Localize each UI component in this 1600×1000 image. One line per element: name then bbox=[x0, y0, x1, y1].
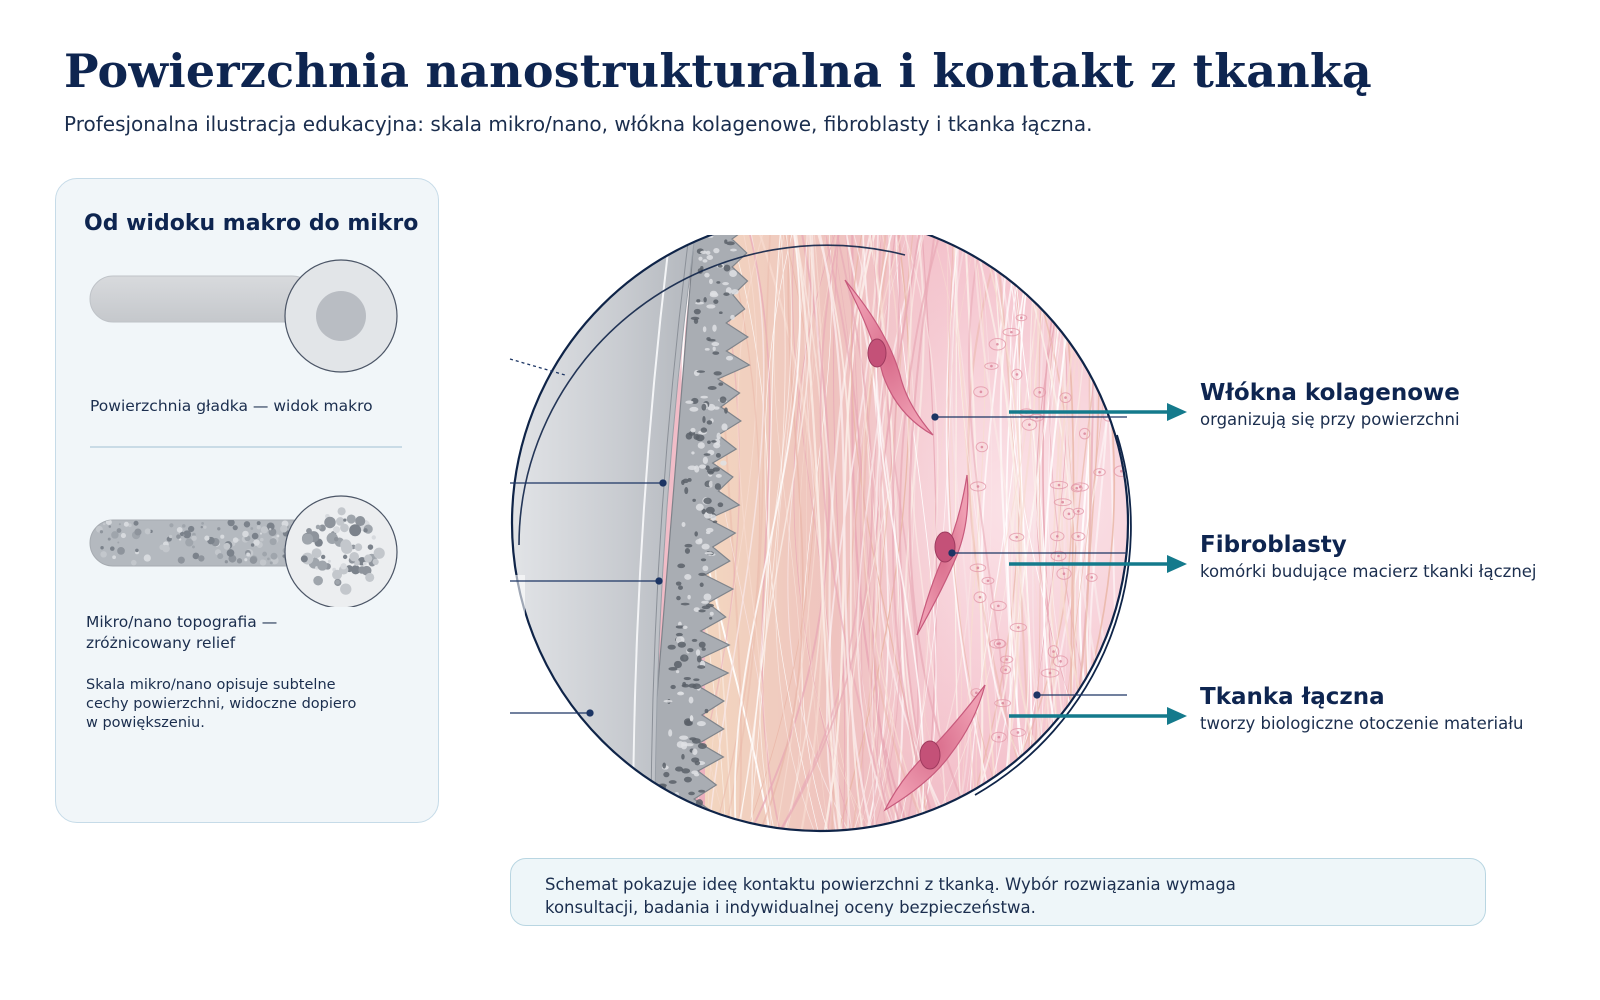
page-title: Powierzchnia nanostrukturalna i kontakt … bbox=[64, 44, 1372, 98]
callout-collagen-fibers: Włókna kolagenowe organizują się przy po… bbox=[1200, 380, 1460, 429]
callout-pointer-lines bbox=[931, 413, 1127, 699]
textured-surface-label: Mikro/nano topografia — zróżnicowany rel… bbox=[86, 613, 278, 652]
scale-description: Skala mikro/nano opisuje subtelne cechy … bbox=[86, 677, 357, 731]
tissue-contact-diagram bbox=[505, 235, 1132, 833]
fibroblast-cell bbox=[844, 279, 934, 436]
callout-fibroblasts: Fibroblasty komórki budujące macierz tka… bbox=[1200, 532, 1537, 581]
callout-arrows bbox=[1009, 403, 1187, 725]
surface-pointer-lines bbox=[509, 358, 667, 717]
fibroblast-cell bbox=[883, 684, 986, 812]
porous-interface-layer bbox=[644, 235, 754, 831]
arrow-right-icon bbox=[1009, 555, 1187, 573]
panel-divider bbox=[90, 446, 402, 448]
arrow-right-icon bbox=[1009, 403, 1187, 421]
smooth-surface-illustration bbox=[89, 259, 398, 373]
smooth-surface-label: Powierzchnia gładka — widok makro bbox=[90, 397, 373, 415]
disclaimer-note: Schemat pokazuje ideę kontaktu powierzch… bbox=[510, 858, 1486, 926]
textured-surface-illustration bbox=[89, 495, 408, 612]
callout-connective-tissue: Tkanka łączna tworzy biologiczne otoczen… bbox=[1200, 684, 1524, 733]
panel-title: Od widoku makro do mikro bbox=[84, 211, 419, 236]
arrow-right-icon bbox=[1009, 707, 1187, 725]
page-subtitle: Profesjonalna ilustracja edukacyjna: ska… bbox=[64, 112, 1093, 136]
